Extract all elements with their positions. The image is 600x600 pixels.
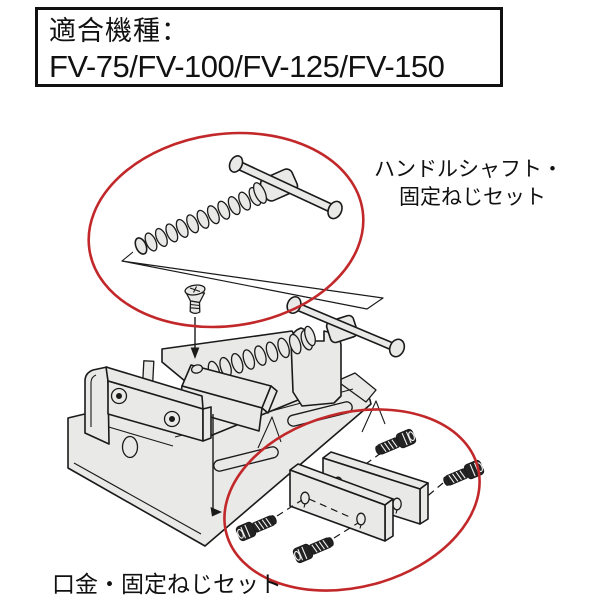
socket-screw-bottom-left [234, 511, 280, 543]
jaw-plates-set [234, 427, 486, 565]
handle-set-highlight-ellipse [87, 131, 365, 329]
vise-body [67, 295, 406, 547]
jaw-set-label: 口金・固定ねじセット [52, 571, 282, 597]
socket-screw-top-right [372, 427, 418, 459]
down-arrow [190, 317, 200, 359]
compatible-models-box: 適合機種： FV-75/FV-100/FV-125/FV-150 [35, 7, 503, 87]
wedge-pointer [121, 251, 384, 310]
model-list: FV-75/FV-100/FV-125/FV-150 [49, 49, 445, 84]
jaw-leader-line [210, 414, 222, 517]
handle-set-label: ハンドルシャフト・ 固定ねじセット [374, 158, 563, 209]
compat-label: 適合機種： [49, 16, 189, 46]
flat-head-set-screw [184, 284, 206, 315]
socket-screw-bottom [291, 533, 337, 565]
fixed-jaw [84, 360, 212, 445]
jaw-set-highlight-ellipse [223, 408, 481, 592]
handle-shaft-assembly [134, 155, 343, 255]
